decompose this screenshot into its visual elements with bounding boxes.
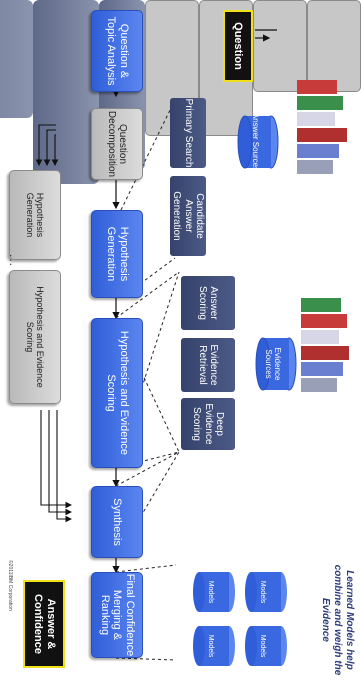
evidence-sources-cylinder [255, 337, 297, 391]
hypothesis-evidence-scoring-box: Hypothesis and Evidence Scoring [91, 318, 143, 468]
candidate-answer-generation-box: Candidate Answer Generation [170, 176, 206, 256]
models-cylinders [193, 572, 287, 666]
dashed-final-models [115, 564, 177, 661]
question-label: Question [232, 22, 245, 70]
branch-hypothesis-generation: Hypothesis Generation [9, 170, 61, 260]
model-label-3: Models [203, 572, 217, 612]
connector-decomp-fanout-1 [35, 124, 56, 167]
question-topic-analysis-box: Question & Topic Analysis [91, 10, 143, 92]
answer-scoring-box: Answer Scoring [181, 276, 235, 330]
question-decomposition-box: Question Decomposition [91, 108, 143, 180]
model-label-2: Models [255, 626, 269, 666]
model-label-4-text: Models [207, 634, 215, 658]
final-merging-ranking-box: Final Confidence Merging & Ranking [91, 572, 143, 658]
branch-hypothesis-generation-label: Hypothesis Generation [25, 192, 46, 238]
answer-sources-label-wrap: Answer Sources [243, 112, 267, 172]
branch-hypothesis-evidence-scoring: Hypothesis and Evidence Scoring [9, 270, 61, 404]
model-label-4: Models [203, 626, 217, 666]
candidate-answer-generation-label: Candidate Answer Generation [171, 191, 206, 241]
answer-sources-label: Answer Sources [250, 112, 260, 172]
deep-evidence-scoring-label: Deep Evidence Scoring [191, 403, 226, 445]
evidence-retrieval-box: Evidence Retrieval [181, 338, 235, 392]
hypothesis-generation-label: Hypothesis Generation [105, 226, 130, 282]
primary-search-label: Primary Search [182, 98, 194, 168]
evidence-retrieval-label: Evidence Retrieval [197, 344, 220, 386]
answer-confidence-output: Answer & Confidence [23, 580, 65, 668]
question-decomposition-label: Question Decomposition [106, 110, 129, 178]
question-topic-analysis-label: Question & Topic Analysis [105, 16, 130, 86]
answer-confidence-label: Answer & Confidence [32, 594, 57, 654]
evidence-sources-label-wrap: Evidence Sources [261, 334, 285, 394]
learned-models-title-text: Learned Models help combine and weigh th… [320, 564, 355, 676]
hypothesis-generation-box: Hypothesis Generation [91, 210, 143, 298]
synthesis-label: Synthesis [111, 498, 124, 546]
model-label-1-text: Models [259, 580, 267, 604]
primary-search-box: Primary Search [170, 98, 206, 168]
connector-decomp-fanout-3 [51, 134, 59, 167]
final-merging-ranking-label: Final Confidence Merging & Ranking [98, 573, 136, 657]
connector-branch-synthesis-3 [56, 410, 73, 523]
parallel-ellipsis: ... [7, 254, 21, 267]
deep-evidence-scoring-box: Deep Evidence Scoring [181, 398, 235, 450]
model-label-1: Models [255, 572, 269, 612]
model-label-2-text: Models [259, 634, 267, 658]
model-label-3-text: Models [207, 580, 215, 604]
connector-branch-synthesis-1 [40, 410, 73, 509]
answer-books-graphic [297, 80, 347, 174]
answer-scoring-label: Answer Scoring [197, 286, 220, 320]
hypothesis-evidence-scoring-label: Hypothesis and Evidence Scoring [105, 330, 130, 456]
connector-branch-synthesis-2 [48, 410, 73, 516]
dashed-scoring-evidence [115, 271, 180, 469]
answer-sources-cylinder [237, 115, 279, 169]
learned-models-title: Learned Models help combine and weigh th… [295, 560, 355, 680]
copyright-footer: ©2011IBM Corporation [7, 560, 13, 611]
branch-hypothesis-evidence-scoring-label: Hypothesis and Evidence Scoring [25, 286, 46, 388]
evidence-sources-label: Evidence Sources [264, 347, 283, 381]
synthesis-box: Synthesis [91, 486, 143, 558]
dashed-hypgen-search [120, 99, 176, 299]
copyright-text: ©2011IBM Corporation [7, 560, 13, 611]
parallel-ellipsis-label: ... [7, 254, 21, 268]
evidence-books-graphic [301, 298, 349, 392]
question-input: Question [223, 10, 253, 82]
connector-decomp-fanout-2 [43, 129, 56, 167]
